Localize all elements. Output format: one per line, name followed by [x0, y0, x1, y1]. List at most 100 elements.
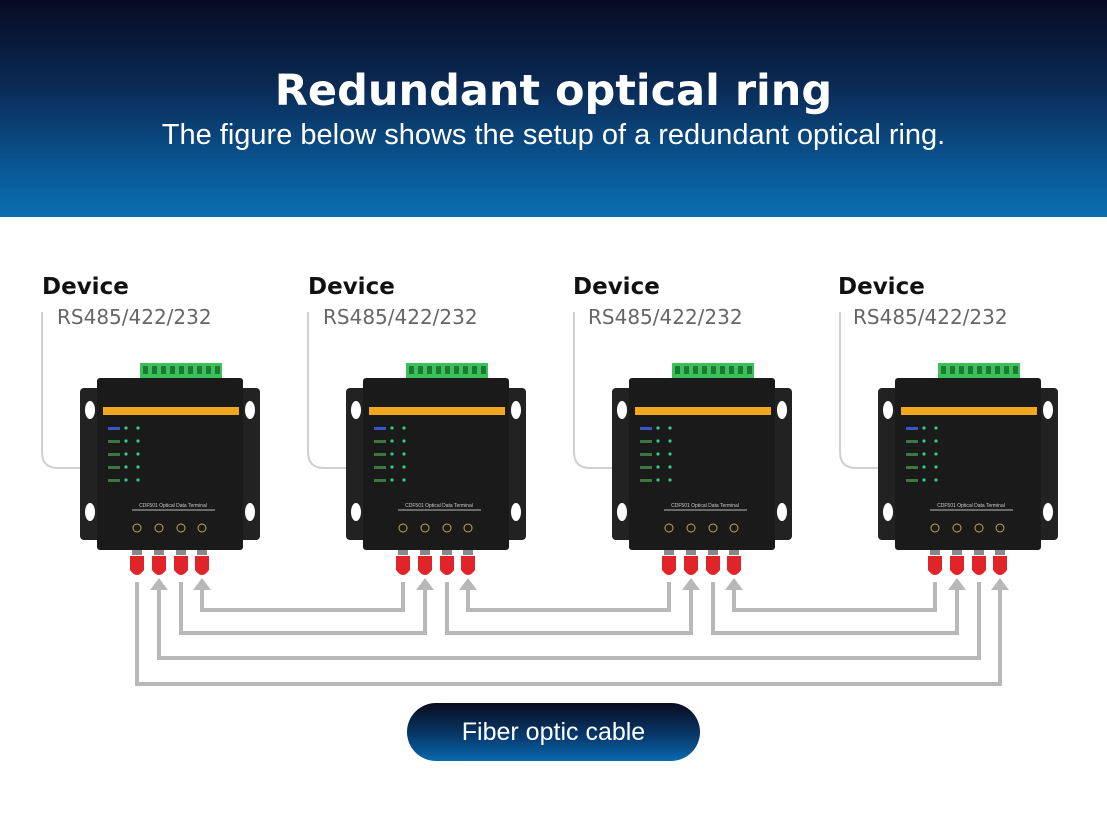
model-text: CDF501 Optical Data Terminal — [671, 503, 739, 509]
optical-data-terminal: CDF501 Optical Data Terminal — [41, 312, 260, 575]
fiber-connector — [950, 556, 964, 575]
terminal-screw — [702, 366, 707, 374]
led-indicator — [136, 452, 140, 456]
fiber-connector — [152, 556, 166, 575]
connector-ferrule — [930, 550, 940, 555]
fiber-port — [197, 523, 207, 533]
cable-segment — [200, 582, 405, 612]
connection-bracket — [839, 312, 880, 469]
led-label — [906, 479, 918, 482]
led-indicator — [136, 426, 140, 430]
led-indicator — [390, 478, 394, 482]
led-indicator — [402, 439, 406, 443]
fiber-connector — [928, 556, 942, 575]
fiber-port — [729, 523, 739, 533]
terminal-screw — [454, 366, 459, 374]
terminal-screw — [675, 366, 680, 374]
terminal-screw — [711, 366, 716, 374]
fiber-connector — [418, 556, 432, 575]
model-text: CDF501 Optical Data Terminal — [139, 503, 207, 509]
optical-data-terminal: CDF501 Optical Data Terminal — [307, 312, 526, 575]
connector-ferrule — [995, 550, 1005, 555]
arrow-icon — [991, 578, 1009, 590]
fiber-connector — [684, 556, 698, 575]
led-label — [108, 440, 120, 443]
terminal-screw — [729, 366, 734, 374]
led-indicator — [922, 465, 926, 469]
fiber-connector — [130, 556, 144, 575]
connection-bracket — [307, 312, 348, 469]
led-label — [906, 453, 918, 456]
arrow-icon — [416, 578, 434, 590]
connector-ferrule — [442, 550, 452, 555]
led-indicator — [124, 439, 128, 443]
device-interface-label: RS485/422/232 — [853, 305, 1008, 329]
connector-ferrule — [132, 550, 142, 555]
terminal-screw — [995, 366, 1000, 374]
terminal-screw — [463, 366, 468, 374]
led-label — [374, 479, 386, 482]
cable-segment — [445, 582, 693, 635]
mount-hole — [245, 401, 255, 419]
connector-ferrule — [729, 550, 739, 555]
device-label: Device — [838, 274, 925, 300]
led-indicator — [390, 439, 394, 443]
device-stripe — [103, 407, 239, 415]
fiber-port — [974, 523, 984, 533]
device-stripe — [635, 407, 771, 415]
led-label — [374, 427, 386, 430]
terminal-screw — [188, 366, 193, 374]
fiber-port — [442, 523, 452, 533]
terminal-screw — [968, 366, 973, 374]
device-body — [363, 378, 509, 550]
arrow-icon — [150, 578, 168, 590]
mount-hole — [617, 401, 627, 419]
connector-ferrule — [154, 550, 164, 555]
mount-hole — [245, 503, 255, 521]
terminal-screw — [738, 366, 743, 374]
led-indicator — [402, 452, 406, 456]
led-indicator — [922, 478, 926, 482]
header-banner: Redundant optical ring The figure below … — [0, 0, 1107, 217]
device-label: Device — [42, 274, 129, 300]
terminal-screw — [747, 366, 752, 374]
mount-hole — [1043, 503, 1053, 521]
led-indicator — [934, 426, 938, 430]
ring-return-cable — [135, 582, 1002, 686]
device-interface-label: RS485/422/232 — [588, 305, 743, 329]
fiber-port — [132, 523, 142, 533]
connector-ferrule — [420, 550, 430, 555]
fiber-port — [420, 523, 430, 533]
terminal-screw — [436, 366, 441, 374]
led-indicator — [668, 452, 672, 456]
connection-bracket — [573, 312, 614, 469]
led-indicator — [668, 465, 672, 469]
led-indicator — [124, 478, 128, 482]
ring-return-cable — [157, 582, 981, 660]
mount-hole — [85, 503, 95, 521]
legend-label: Fiber optic cable — [461, 717, 646, 746]
mount-hole — [351, 503, 361, 521]
arrow-icon — [948, 578, 966, 590]
arrow-icon — [193, 578, 211, 590]
fiber-connector — [195, 556, 209, 575]
cable-segment — [179, 582, 427, 635]
optical-data-terminal: CDF501 Optical Data Terminal — [573, 312, 792, 575]
led-label — [640, 466, 652, 469]
fiber-connector — [440, 556, 454, 575]
mount-hole — [777, 503, 787, 521]
mount-hole — [1043, 401, 1053, 419]
led-indicator — [668, 426, 672, 430]
terminal-screw — [197, 366, 202, 374]
led-label — [374, 440, 386, 443]
terminal-screw — [977, 366, 982, 374]
led-indicator — [402, 465, 406, 469]
cable-segment — [466, 582, 671, 612]
led-label — [108, 453, 120, 456]
fiber-connector — [396, 556, 410, 575]
terminal-screw — [161, 366, 166, 374]
cable-segment — [732, 582, 937, 612]
device-interface-label: RS485/422/232 — [323, 305, 478, 329]
terminal-screw — [950, 366, 955, 374]
led-indicator — [136, 465, 140, 469]
